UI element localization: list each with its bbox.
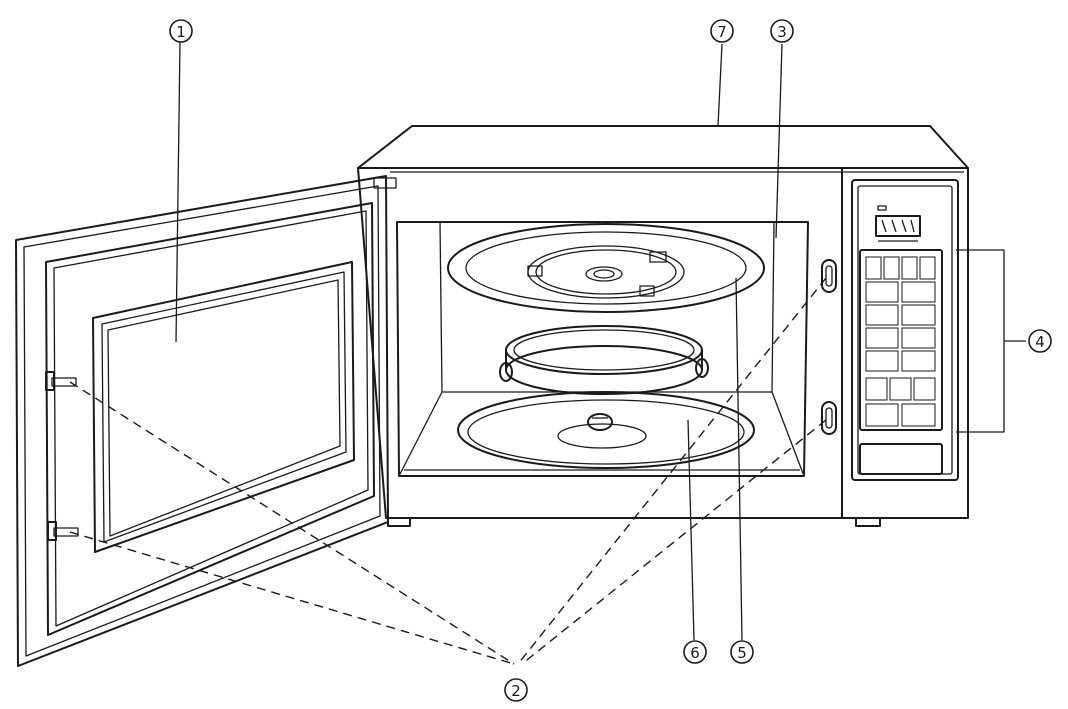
callout-2-label: 2: [511, 682, 521, 700]
oven-cavity: [396, 221, 809, 477]
door: [15, 175, 389, 667]
key-button[interactable]: [889, 377, 912, 401]
key-button[interactable]: [901, 350, 936, 372]
callout-6-label: 6: [690, 644, 700, 662]
key-button[interactable]: [865, 377, 888, 401]
key-button[interactable]: [913, 377, 936, 401]
roller-ring: [499, 325, 709, 395]
latch-leader-lines: [69, 277, 827, 665]
key-button[interactable]: [883, 256, 900, 280]
key-button[interactable]: [865, 304, 899, 326]
key-button[interactable]: [901, 327, 936, 349]
key-button[interactable]: [901, 256, 918, 280]
callout-7: 7: [710, 19, 734, 43]
callout-3-label: 3: [777, 23, 787, 41]
callout-5: 5: [730, 640, 754, 664]
control-panel-bracket: [956, 249, 1026, 433]
door-latch-lower: [47, 521, 79, 541]
door-latch-upper: [45, 371, 77, 391]
door-release-button[interactable]: [859, 443, 943, 475]
callout-1-label: 1: [176, 23, 186, 41]
glass-turntable-tray: [447, 223, 765, 313]
door-window: [92, 261, 355, 553]
key-button[interactable]: [901, 403, 936, 427]
digital-display: [875, 215, 921, 237]
key-button[interactable]: [901, 304, 936, 326]
callout-6: 6: [683, 640, 707, 664]
callout-3: 3: [770, 19, 794, 43]
leader-lines: [175, 41, 783, 641]
key-button[interactable]: [901, 281, 936, 303]
keypad: [859, 249, 943, 431]
cavity-floor-turntable-shaft: [457, 391, 755, 469]
callout-2: 2: [504, 678, 528, 702]
door-hinge: [373, 177, 397, 189]
key-button[interactable]: [919, 256, 936, 280]
callout-1: 1: [169, 19, 193, 43]
interlock-slot-upper: [821, 259, 837, 293]
callout-4-label: 4: [1035, 333, 1045, 351]
callout-7-label: 7: [717, 23, 727, 41]
key-button[interactable]: [865, 403, 899, 427]
key-button[interactable]: [865, 327, 899, 349]
callout-4: 4: [1028, 329, 1052, 353]
oven-cabinet: [357, 125, 969, 527]
interlock-slot-lower: [821, 401, 837, 435]
key-button[interactable]: [865, 281, 899, 303]
callout-5-label: 5: [737, 644, 747, 662]
key-button[interactable]: [865, 256, 882, 280]
key-button[interactable]: [865, 350, 899, 372]
control-panel: [851, 179, 959, 481]
